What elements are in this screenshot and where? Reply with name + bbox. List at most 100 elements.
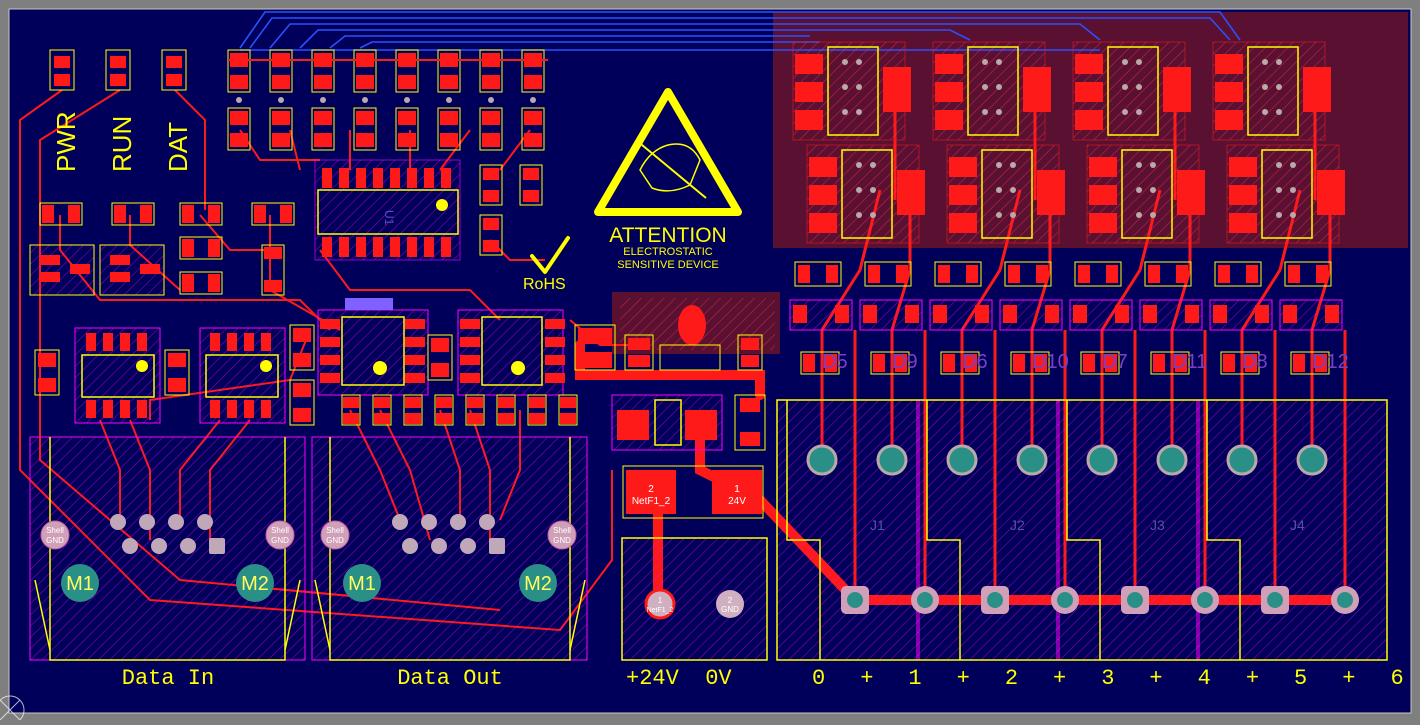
relay-tab [883, 67, 911, 112]
relay-pad [1215, 110, 1243, 130]
via [1122, 109, 1128, 115]
ic-pin [441, 237, 451, 257]
rj45-data-out [311, 436, 588, 661]
relay-pad [1089, 213, 1117, 233]
relay-pad [935, 82, 963, 102]
resistor-pad [230, 111, 248, 125]
driver-pad [896, 265, 908, 283]
via [870, 187, 876, 193]
ic-pin [424, 168, 434, 188]
resistor-outline [479, 107, 503, 151]
resistor-pad [356, 75, 374, 89]
rj45-pin [450, 514, 466, 530]
svg-text:Shell: Shell [271, 526, 289, 535]
svg-text:M1: M1 [66, 573, 94, 595]
opto-pin [244, 333, 254, 351]
relay-outline [981, 149, 1033, 239]
via [1262, 59, 1268, 65]
esd-line2: SENSITIVE DEVICE [617, 259, 718, 271]
svg-text:J4: J4 [1290, 517, 1305, 533]
resistor-pad [498, 397, 514, 408]
via [856, 187, 862, 193]
via [982, 109, 988, 115]
resistor-pad [482, 75, 500, 89]
led-outline [1220, 351, 1260, 375]
channel-label: D12 [1312, 351, 1349, 373]
resistor-pad [529, 397, 545, 408]
via [870, 212, 876, 218]
svg-text:GND: GND [271, 536, 289, 545]
via [1276, 212, 1282, 218]
channel-label: D6 [962, 351, 988, 373]
ic-pin [373, 168, 383, 188]
terminal-pad-hole [1267, 592, 1283, 608]
ic-pin [390, 168, 400, 188]
ic-pin [373, 237, 383, 257]
relay-pad [1089, 157, 1117, 177]
svg-text:J3: J3 [1150, 517, 1165, 533]
resistor-outline [479, 49, 503, 93]
rj45-pin [421, 514, 437, 530]
via [856, 162, 862, 168]
driver-pad [905, 305, 919, 323]
relay-pad [949, 213, 977, 233]
via [982, 59, 988, 65]
terminal-pad [1226, 444, 1258, 476]
via [1010, 212, 1016, 218]
terminal-pad [946, 444, 978, 476]
via [320, 97, 326, 103]
relay-pad [949, 157, 977, 177]
driver-pad [1325, 305, 1339, 323]
opto-pin [120, 400, 130, 418]
rohs-label: RoHS [523, 276, 566, 293]
resistor-pad [374, 397, 390, 408]
resistor-pad [272, 133, 290, 147]
via [1122, 84, 1128, 90]
pad1-number: 1 [734, 484, 740, 495]
via [1276, 84, 1282, 90]
opto-pin [460, 355, 480, 365]
terminal-pads[interactable] [806, 444, 1359, 614]
opto-pin [460, 337, 480, 347]
resistor-outline [521, 107, 545, 151]
led-resistors [29, 202, 295, 296]
ic-pin [424, 237, 434, 257]
driver-outline [1284, 261, 1332, 287]
resistor-outline [395, 49, 419, 93]
led-label-dat: DAT [163, 122, 193, 172]
driver-pad [835, 305, 849, 323]
ic-pin [407, 168, 417, 188]
opto-pin [227, 333, 237, 351]
relay-tab [1177, 170, 1205, 215]
opto-pin [227, 400, 237, 418]
relay-pad [935, 54, 963, 74]
driver-pad [868, 265, 880, 283]
resistor-pad [230, 133, 248, 147]
terminal-pad [806, 444, 838, 476]
led-pad [1245, 354, 1257, 372]
ic-u1: U1 [314, 159, 461, 261]
opto-pin [320, 337, 340, 347]
term1-net: NetF1_2 [647, 607, 674, 614]
ic-pin [407, 237, 417, 257]
svg-text:J2: J2 [1010, 517, 1025, 533]
resistor-pad [356, 133, 374, 147]
resistor-pad [343, 397, 359, 408]
via [1290, 187, 1296, 193]
driver-pad [826, 265, 838, 283]
via [236, 97, 242, 103]
rj45-pin [197, 514, 213, 530]
rj45-pin [402, 538, 418, 554]
resistor-pad [560, 413, 576, 424]
led-label-run: RUN [107, 116, 137, 172]
relay-outline [1121, 149, 1173, 239]
via [982, 84, 988, 90]
via [278, 97, 284, 103]
via [1136, 109, 1142, 115]
resistor-outline [353, 107, 377, 151]
svg-text:M1: M1 [348, 573, 376, 595]
svg-text:J1: J1 [870, 517, 885, 533]
resistor-outline [372, 394, 392, 426]
opto-pin [320, 355, 340, 365]
